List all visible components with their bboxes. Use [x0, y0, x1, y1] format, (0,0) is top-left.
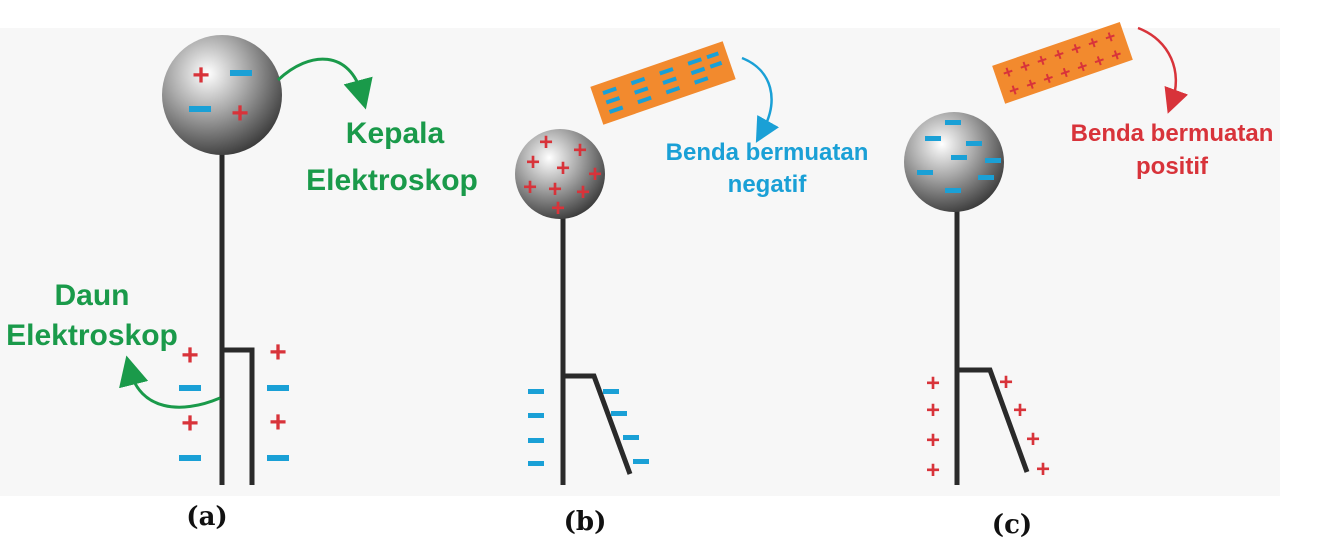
plus-charge: + [926, 397, 940, 424]
plus-charge: + [181, 407, 199, 440]
plus-charge: + [192, 59, 210, 92]
positive-object-label-line2: positif [1136, 153, 1209, 180]
minus-charge [528, 438, 544, 443]
minus-charge [945, 188, 961, 193]
minus-charge [633, 459, 649, 464]
plus-charge: + [573, 137, 587, 164]
caption-a: (a) [186, 502, 227, 532]
minus-charge [945, 120, 961, 125]
minus-charge [528, 389, 544, 394]
minus-charge [917, 170, 933, 175]
arrow-negative-object [741, 56, 780, 143]
leaf-b [563, 373, 633, 475]
leaf-label-line2: Elektroskop [6, 319, 178, 352]
plus-charge: + [539, 129, 553, 156]
plus-charge: + [526, 149, 540, 176]
sphere-b [515, 129, 605, 219]
leaf-c [957, 367, 1030, 473]
sphere-a [162, 35, 282, 155]
minus-charge [623, 435, 639, 440]
minus-charge [603, 389, 619, 394]
minus-charge [985, 158, 1001, 163]
head-label-line1: Kepala [346, 117, 445, 150]
plus-charge: + [926, 427, 940, 454]
plus-charge: + [926, 457, 940, 484]
plus-charge: + [231, 97, 249, 130]
minus-charge [925, 136, 941, 141]
plus-charge: + [576, 179, 590, 206]
minus-charge [528, 413, 544, 418]
arrow-leaf-label [119, 355, 221, 409]
plus-charge: + [1026, 426, 1040, 453]
plus-charge: + [551, 195, 565, 222]
minus-charge [179, 385, 201, 391]
minus-charge [611, 411, 627, 416]
leaf-a [222, 347, 255, 485]
plus-charge: + [269, 406, 287, 439]
plus-charge: + [181, 339, 199, 372]
minus-charge [528, 461, 544, 466]
plus-charge: + [999, 369, 1013, 396]
caption-b: (b) [564, 507, 607, 537]
electroscope-b: + + + + + + + + + [515, 41, 868, 537]
leaf-label-line1: Daun [55, 279, 130, 312]
electroscope-c: + + + + + + + + + + + + + + + + + + + + [904, 21, 1274, 540]
plus-charge: + [1036, 456, 1050, 483]
head-label-line2: Elektroskop [306, 164, 478, 197]
plus-charge: + [926, 370, 940, 397]
negative-object [590, 41, 736, 125]
minus-charge [951, 155, 967, 160]
minus-charge [189, 106, 211, 112]
minus-charge [230, 70, 252, 76]
plus-charge: + [556, 155, 570, 182]
minus-charge [179, 455, 201, 461]
caption-c: (c) [992, 510, 1032, 540]
arrow-head-label [276, 57, 373, 110]
minus-charge [966, 141, 982, 146]
negative-object-label-line1: Benda bermuatan [666, 139, 869, 166]
plus-charge: + [1013, 397, 1027, 424]
plus-charge: + [588, 161, 602, 188]
minus-charge [978, 175, 994, 180]
arrow-positive-object [1137, 26, 1189, 114]
electroscope-a: + + + + + + Kepala Elektroskop Daun Elek… [6, 35, 478, 532]
positive-object: + + + + + + + + + + + + + + [992, 21, 1133, 104]
plus-charge: + [269, 336, 287, 369]
plus-charge: + [548, 176, 562, 203]
minus-charge [267, 455, 289, 461]
minus-charge [267, 385, 289, 391]
plus-charge: + [523, 174, 537, 201]
negative-object-label-line2: negatif [728, 171, 808, 198]
positive-object-label-line1: Benda bermuatan [1071, 120, 1274, 147]
